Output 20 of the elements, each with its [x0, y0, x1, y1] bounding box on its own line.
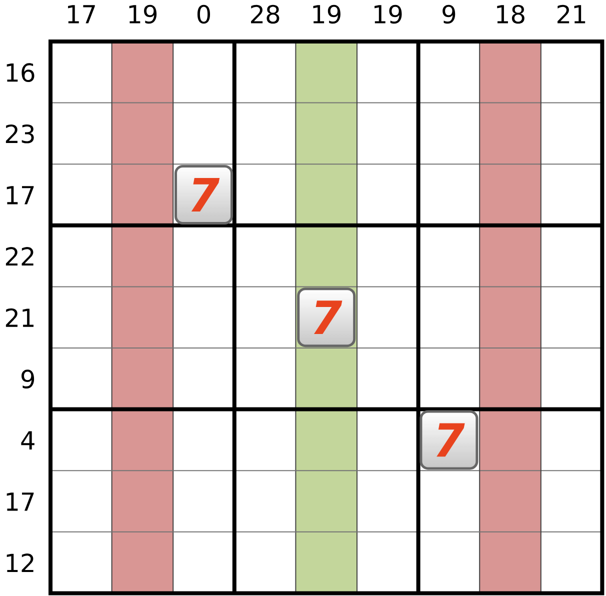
column-clue: 0: [197, 4, 210, 24]
column-clue: 17: [68, 5, 95, 24]
column-clue: 9: [442, 4, 456, 24]
column-clue: 18: [497, 4, 524, 24]
column-clue: 19: [129, 4, 157, 24]
row-clue: 16: [6, 63, 34, 82]
row-clue: 21: [6, 308, 34, 327]
row-clue: 23: [6, 124, 34, 144]
column-clue: 28: [251, 4, 280, 24]
row-clue: 17: [6, 186, 34, 204]
column-clue: 19: [374, 4, 402, 24]
row-clue: 4: [21, 431, 34, 450]
column-clue: 19: [313, 4, 340, 24]
row-clue: 17: [6, 492, 34, 511]
row-clue: 22: [6, 247, 34, 266]
row-clue: 9: [22, 370, 34, 388]
row-clue: 12: [6, 554, 34, 572]
seven-tile: 7: [174, 165, 233, 224]
column-clue: 21: [558, 4, 586, 24]
seven-tile: 7: [420, 410, 478, 470]
